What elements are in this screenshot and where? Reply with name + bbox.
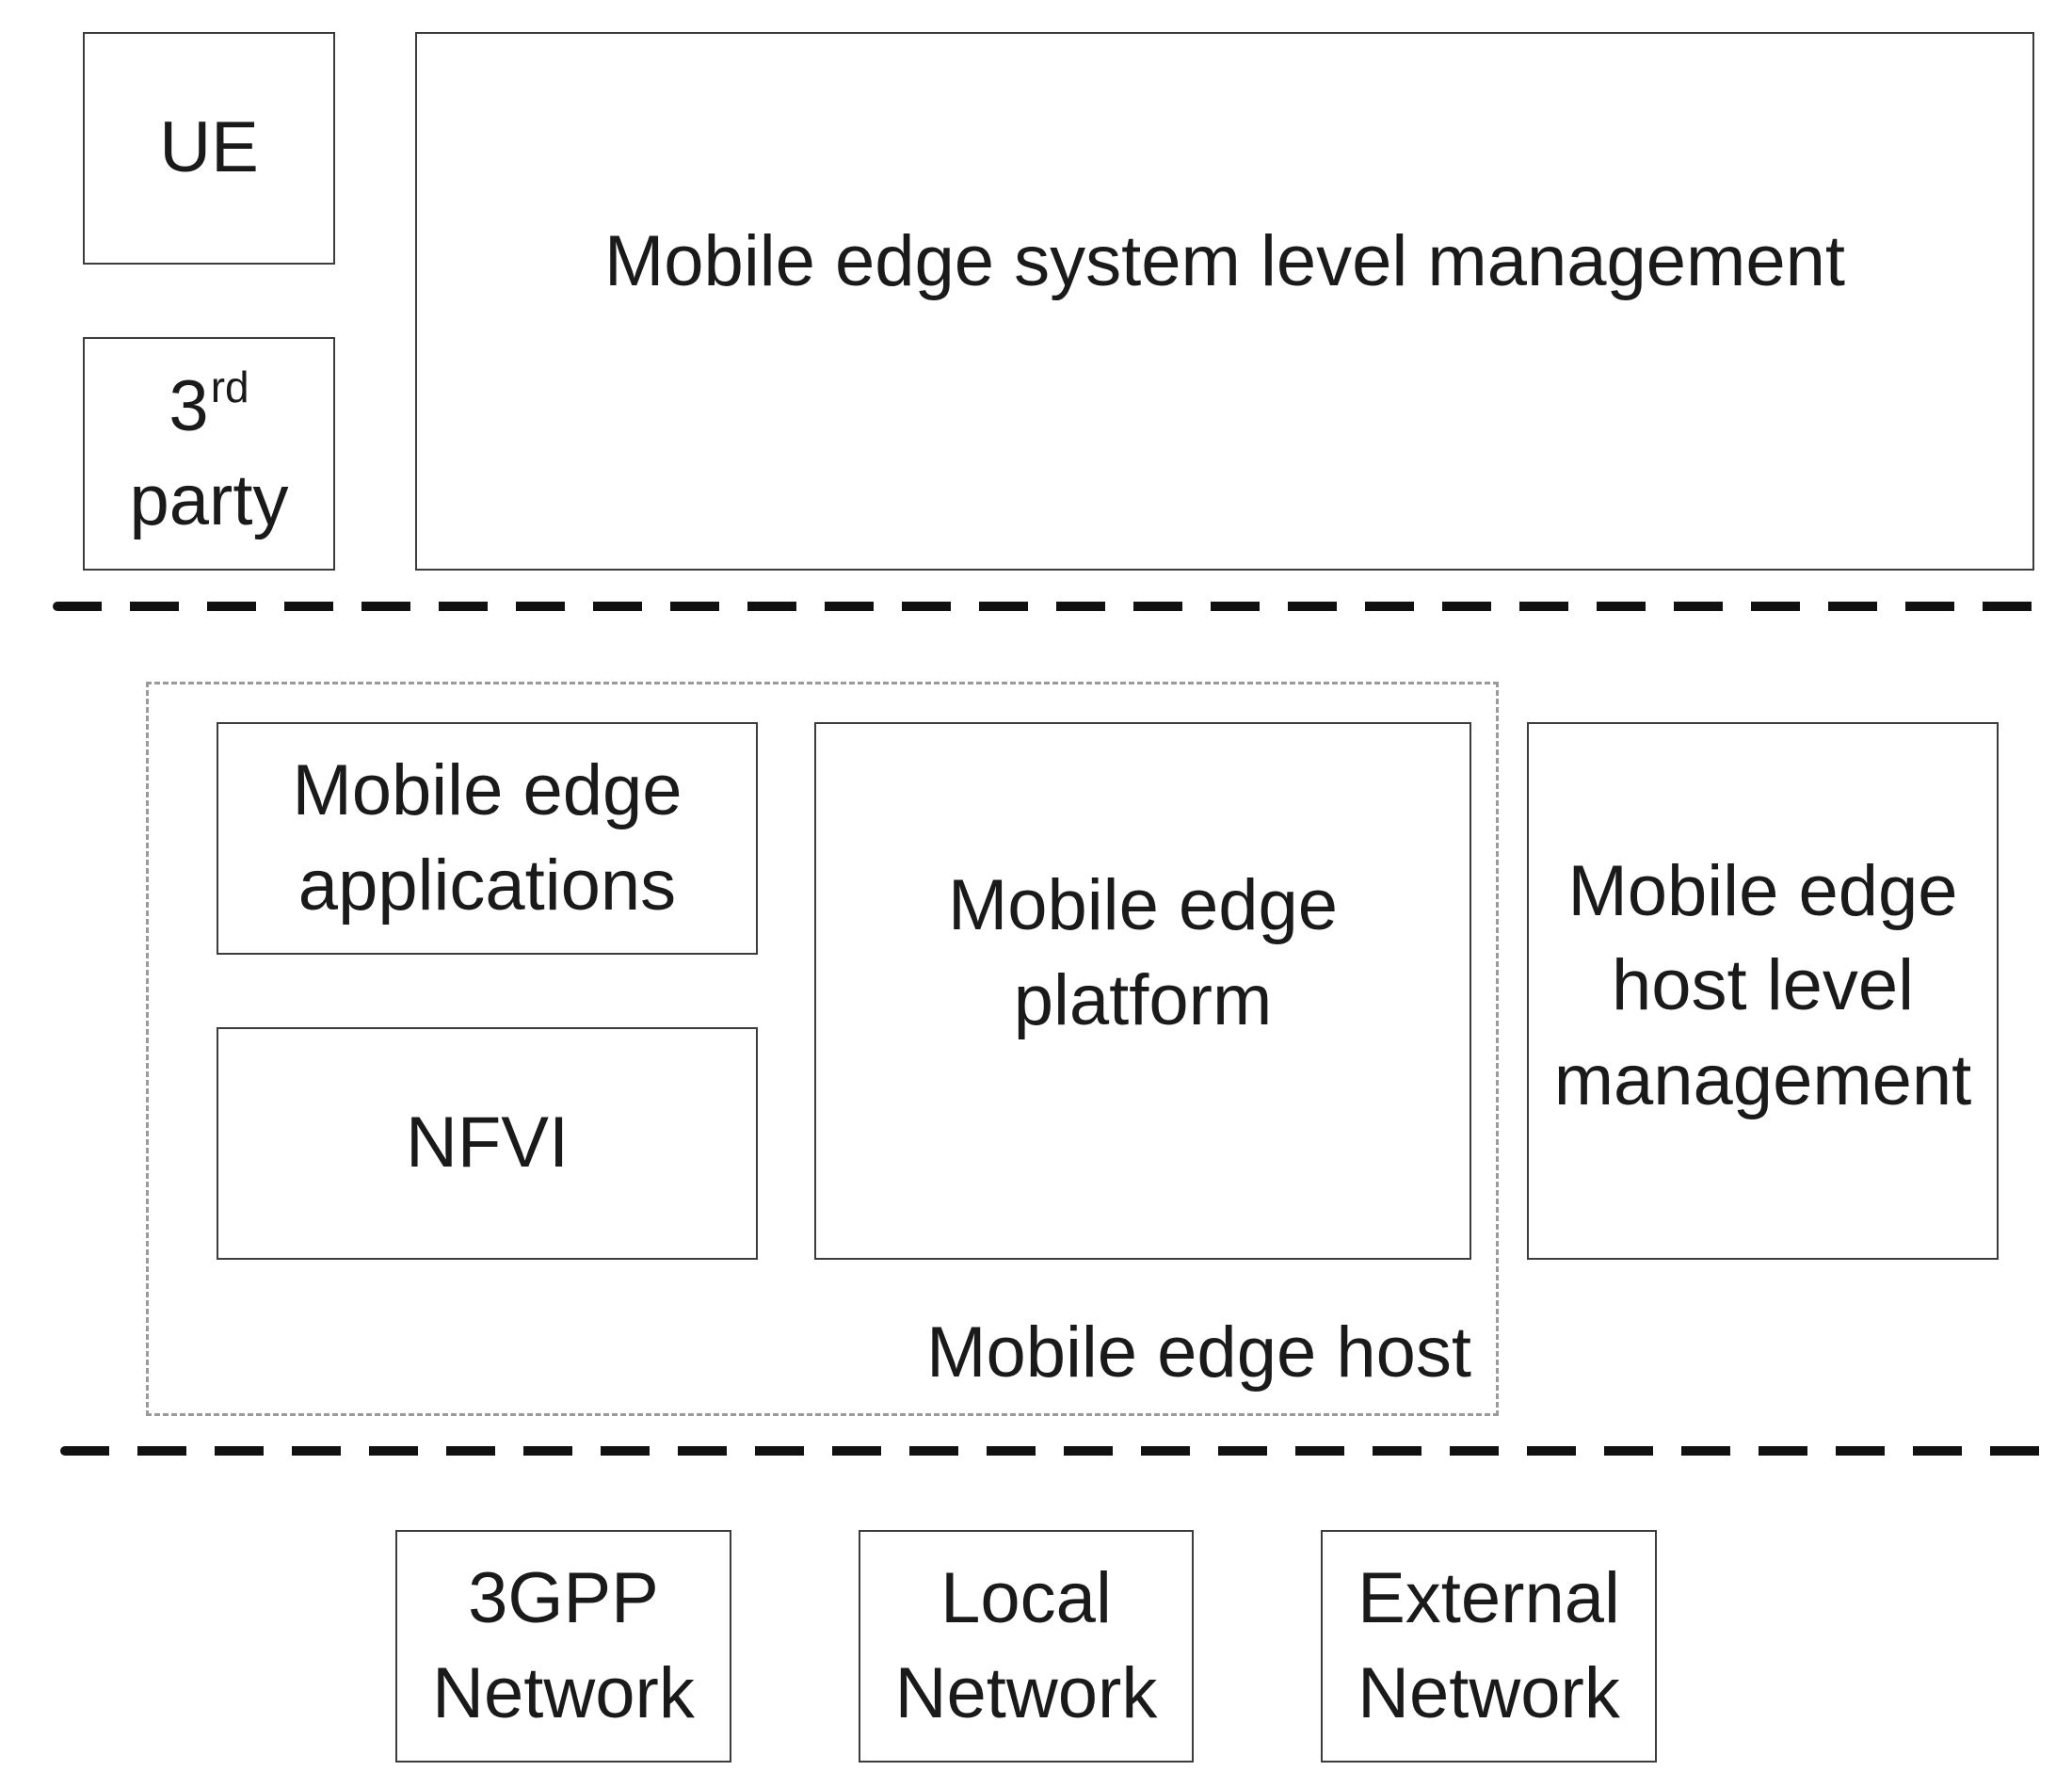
third-party-line2: party <box>129 460 289 540</box>
external-network-line2: Network <box>1357 1652 1620 1733</box>
platform-line2: platform <box>1013 959 1273 1040</box>
ue-box: UE <box>83 32 335 265</box>
third-party-superscript: rd <box>210 362 249 411</box>
local-network-line2: Network <box>894 1652 1158 1733</box>
mobile-edge-host-frame: Mobile edge host <box>146 682 1499 1416</box>
applications-line2: applications <box>297 845 677 926</box>
third-party-line1: 3rd <box>169 360 249 454</box>
external-network-box: External Network <box>1321 1530 1657 1763</box>
local-network-box: Local Network <box>859 1530 1194 1763</box>
nfvi-label: NFVI <box>405 1103 570 1183</box>
system-level-management-label: Mobile edge system level management <box>603 220 1845 301</box>
third-party-number: 3 <box>169 365 209 446</box>
3gpp-network-line1: 3GPP <box>468 1558 659 1639</box>
external-network-line1: External <box>1357 1558 1620 1639</box>
host-management-line3: management <box>1553 1039 1972 1120</box>
mobile-edge-host-label: Mobile edge host <box>926 1312 1471 1393</box>
3gpp-network-box: 3GPP Network <box>395 1530 731 1763</box>
host-network-divider <box>60 1446 2044 1456</box>
system-host-divider <box>53 602 2044 611</box>
3gpp-network-line2: Network <box>432 1652 695 1733</box>
host-management-line2: host level <box>1611 945 1915 1026</box>
local-network-line1: Local <box>940 1558 1112 1639</box>
ue-label: UE <box>159 107 259 188</box>
mobile-edge-applications-box: Mobile edge applications <box>217 722 758 955</box>
third-party-box: 3rd party <box>83 337 335 571</box>
host-management-line1: Mobile edge <box>1567 851 1958 932</box>
mobile-edge-platform-box: Mobile edge platform <box>814 722 1471 1260</box>
platform-line1: Mobile edge <box>947 865 1339 946</box>
nfvi-box: NFVI <box>217 1027 758 1260</box>
system-level-management-box: Mobile edge system level management <box>415 32 2034 571</box>
applications-line1: Mobile edge <box>292 750 683 831</box>
host-level-management-box: Mobile edge host level management <box>1527 722 1999 1260</box>
